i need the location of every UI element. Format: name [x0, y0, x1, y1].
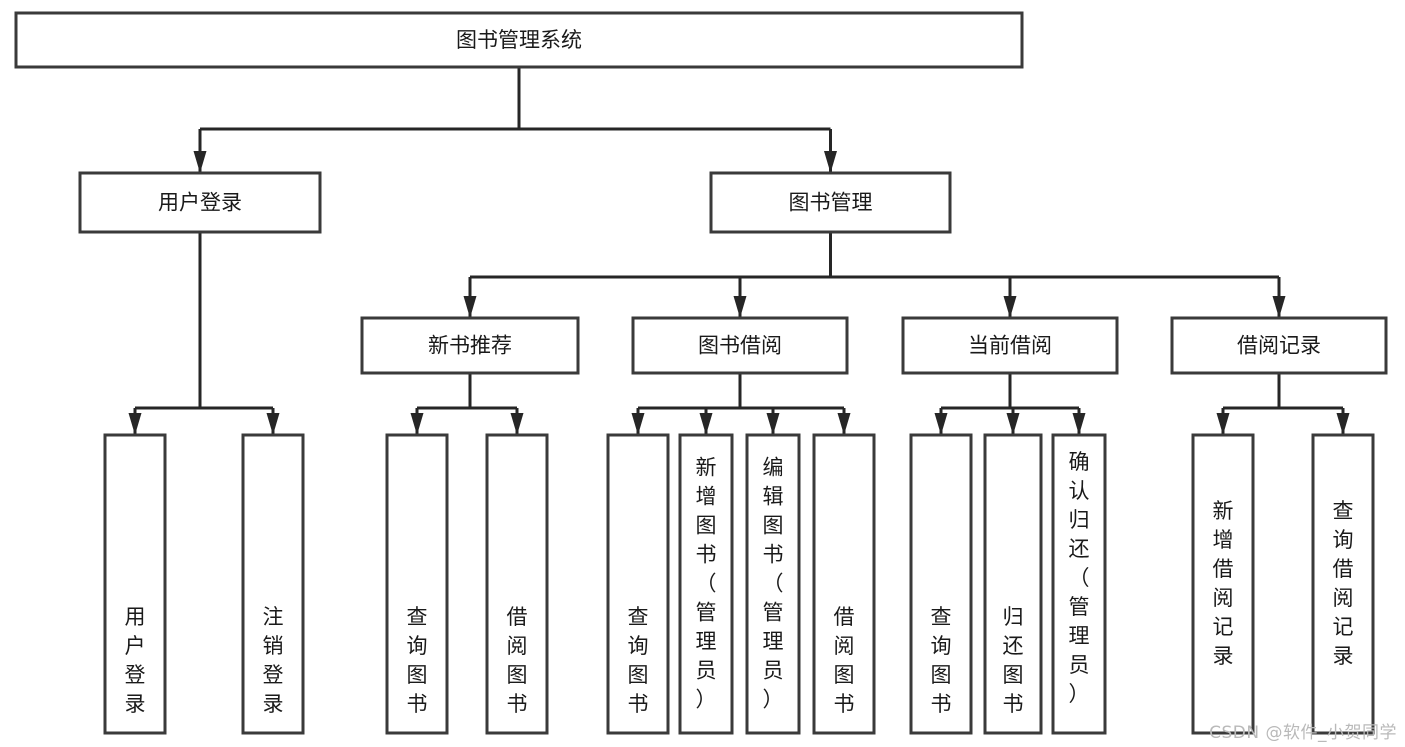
node-user-login-do[interactable]: 用户登录 — [103, 433, 167, 735]
node-label-cb-return-book: 归还图书 — [1003, 605, 1024, 716]
node-bb-add-book[interactable]: 新增图书（管理员） — [678, 433, 734, 735]
node-box-nbr-borrow-book — [485, 433, 549, 735]
node-box-br-add-record — [1191, 433, 1255, 735]
node-box-bb-edit-book — [745, 433, 801, 735]
arrow-head-icon — [824, 151, 837, 173]
node-label-bb-query-book: 查询图书 — [628, 605, 649, 716]
arrow-head-icon — [1072, 413, 1086, 435]
node-box-book-borrow — [631, 316, 849, 375]
node-book-borrow[interactable]: 图书借阅 — [631, 316, 849, 375]
node-layer: 图书管理系统用户登录用户登录注销登录图书管理新书推荐查询图书借阅图书图书借阅查询… — [14, 11, 1388, 735]
node-label-nbr-query-book: 查询图书 — [407, 605, 428, 716]
node-box-cb-return-book — [983, 433, 1043, 735]
node-label-bb-borrow-book: 借阅图书 — [834, 605, 855, 716]
node-root[interactable]: 图书管理系统 — [14, 11, 1024, 69]
node-box-cb-query-book — [909, 433, 973, 735]
arrow-head-icon — [631, 413, 645, 435]
node-cb-return-book[interactable]: 归还图书 — [983, 433, 1043, 735]
csdn-watermark: CSDN @软件_小贺同学 — [1209, 723, 1397, 743]
arrow-head-icon — [837, 413, 851, 435]
node-box-user-logout — [241, 433, 305, 735]
node-nbr-borrow-book[interactable]: 借阅图书 — [485, 433, 549, 735]
node-nbr-query-book[interactable]: 查询图书 — [385, 433, 449, 735]
node-br-query-record[interactable]: 查询借阅记录 — [1311, 433, 1375, 735]
node-label-user-logout: 注销登录 — [263, 605, 284, 716]
node-label-user-login-do: 用户登录 — [125, 605, 146, 716]
arrow-head-icon — [1272, 296, 1286, 318]
node-box-bb-add-book — [678, 433, 734, 735]
node-label-bb-edit-book: 编辑图书（管理员） — [763, 456, 784, 712]
node-label-nbr-borrow-book: 借阅图书 — [507, 605, 528, 716]
arrow-head-icon — [463, 296, 477, 318]
node-bb-borrow-book[interactable]: 借阅图书 — [812, 433, 876, 735]
node-box-user-login — [78, 171, 322, 234]
arrow-head-icon — [1216, 413, 1230, 435]
arrow-head-icon — [1006, 413, 1020, 435]
node-label-user-login: 用户登录 — [158, 191, 242, 215]
node-label-cb-query-book: 查询图书 — [931, 605, 952, 716]
node-bb-query-book[interactable]: 查询图书 — [606, 433, 670, 735]
node-cb-query-book[interactable]: 查询图书 — [909, 433, 973, 735]
node-label-br-add-record: 新增借阅记录 — [1213, 499, 1234, 668]
arrow-head-icon — [1003, 296, 1017, 318]
arrow-head-icon — [410, 413, 424, 435]
node-box-current-borrow — [901, 316, 1119, 375]
arrow-head-icon — [128, 413, 142, 435]
arrow-head-icon — [1336, 413, 1350, 435]
node-box-user-login-do — [103, 433, 167, 735]
node-label-borrow-record: 借阅记录 — [1237, 334, 1321, 358]
arrow-head-icon — [193, 151, 207, 173]
node-label-br-query-record: 查询借阅记录 — [1333, 499, 1354, 668]
node-label-cb-confirm-ret: 确认归还（管理员） — [1069, 450, 1090, 706]
arrow-head-icon — [699, 413, 713, 435]
node-user-login[interactable]: 用户登录 — [78, 171, 322, 234]
node-box-nbr-query-book — [385, 433, 449, 735]
node-box-borrow-record — [1170, 316, 1388, 375]
node-bb-edit-book[interactable]: 编辑图书（管理员） — [745, 433, 801, 735]
node-current-borrow[interactable]: 当前借阅 — [901, 316, 1119, 375]
arrow-head-icon — [934, 413, 948, 435]
node-user-logout[interactable]: 注销登录 — [241, 433, 305, 735]
arrow-head-icon — [510, 413, 524, 435]
node-label-root: 图书管理系统 — [456, 28, 582, 52]
node-label-book-manage: 图书管理 — [789, 191, 873, 215]
arrow-head-icon — [733, 296, 747, 318]
node-box-bb-borrow-book — [812, 433, 876, 735]
node-label-new-book-rec: 新书推荐 — [428, 334, 512, 358]
arrow-head-icon — [266, 413, 280, 435]
node-br-add-record[interactable]: 新增借阅记录 — [1191, 433, 1255, 735]
node-box-root — [14, 11, 1024, 69]
node-box-br-query-record — [1311, 433, 1375, 735]
node-box-bb-query-book — [606, 433, 670, 735]
node-box-cb-confirm-ret — [1051, 433, 1107, 735]
node-label-current-borrow: 当前借阅 — [968, 334, 1052, 358]
connector-layer — [128, 67, 1350, 435]
node-box-book-manage — [709, 171, 952, 234]
node-box-new-book-rec — [360, 316, 580, 375]
node-borrow-record[interactable]: 借阅记录 — [1170, 316, 1388, 375]
node-cb-confirm-ret[interactable]: 确认归还（管理员） — [1051, 433, 1107, 735]
node-book-manage[interactable]: 图书管理 — [709, 171, 952, 234]
arrow-head-icon — [766, 413, 780, 435]
node-label-bb-add-book: 新增图书（管理员） — [696, 456, 717, 712]
node-label-book-borrow: 图书借阅 — [698, 334, 782, 358]
node-new-book-rec[interactable]: 新书推荐 — [360, 316, 580, 375]
